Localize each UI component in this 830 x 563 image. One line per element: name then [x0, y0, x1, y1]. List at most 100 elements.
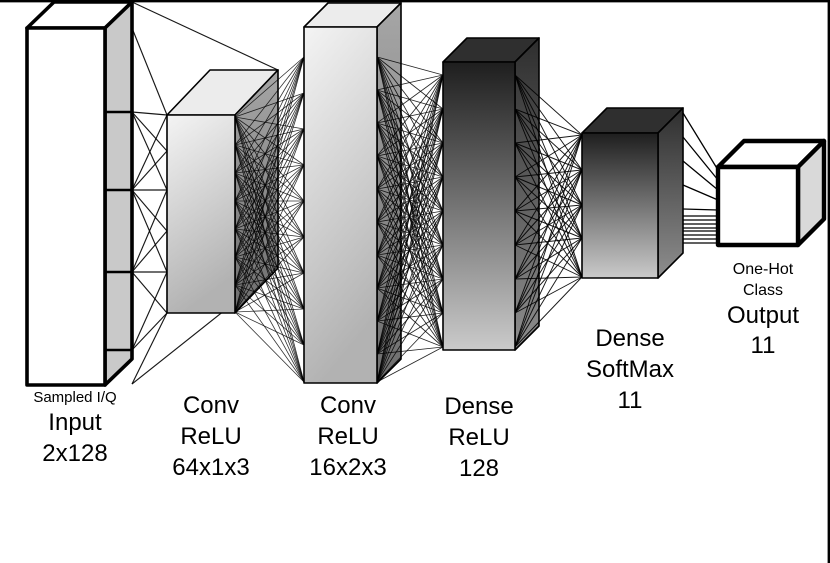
connection-line [514, 134, 583, 280]
connection-line [234, 128, 305, 202]
connection-line [234, 56, 305, 202]
label-dense-softmax-layer: Dense SoftMax 11 [586, 323, 674, 416]
connection-line [234, 92, 305, 202]
dense-softmax-layer-box-front-face [581, 132, 659, 279]
label-conv1-layer: Conv ReLU 64x1x3 [172, 390, 249, 483]
connections-softmax-output [682, 112, 719, 244]
connection-line [234, 92, 305, 258]
connection-line [376, 74, 444, 289]
connection-line [234, 128, 305, 230]
connection-line [514, 204, 583, 348]
connection-line [376, 346, 444, 383]
connection-line [234, 56, 305, 313]
connection-line [514, 134, 583, 348]
label-conv1-shape: 64x1x3 [172, 454, 250, 481]
label-dense-softmax-activation: SoftMax [585, 356, 675, 383]
connection-line [234, 308, 305, 313]
connection-line [376, 74, 444, 355]
dense-softmax-layer-box-side-face [657, 107, 684, 279]
connection-line [682, 160, 719, 191]
connection-line [131, 271, 168, 351]
label-input-subtitle: Sampled I/Q [33, 389, 117, 406]
conv1-layer-box-front-face [166, 114, 236, 314]
connection-line [514, 134, 583, 178]
connection-line [234, 116, 305, 238]
connection-line [376, 74, 444, 190]
label-dense-softmax-units: 11 [617, 387, 643, 414]
connection-line [234, 200, 305, 383]
connection-line [131, 114, 168, 191]
connection-line [514, 169, 583, 348]
connection-line [376, 278, 444, 383]
connection-line [234, 256, 305, 346]
connections-conv2-dense [376, 56, 444, 383]
connection-line [234, 144, 305, 274]
connection-line [234, 172, 305, 383]
label-conv2-type: Conv [319, 392, 377, 419]
label-output-title: Output [726, 302, 800, 329]
connection-line [514, 244, 583, 278]
connection-line [234, 272, 305, 286]
connection-line [234, 236, 305, 286]
connection-line [376, 74, 444, 157]
label-input-shape: 2x128 [42, 440, 108, 467]
label-input-title: Input [48, 409, 102, 436]
connection-line [376, 74, 444, 124]
connection-line [234, 56, 305, 146]
connection-line [376, 142, 444, 355]
connection-line [514, 176, 583, 278]
label-conv1-type: Conv [182, 392, 240, 419]
connection-line [234, 144, 305, 383]
connection-line [376, 74, 444, 256]
connection-line [234, 56, 305, 230]
connection-line [376, 74, 444, 322]
connection-line [514, 134, 583, 246]
connection-line [514, 134, 583, 144]
connection-line [234, 116, 305, 166]
connection-line [234, 311, 305, 346]
connection-line [376, 254, 444, 348]
connection-line [234, 92, 305, 118]
connection-line [514, 276, 583, 314]
label-conv2-shape: 16x2x3 [309, 454, 387, 481]
connection-line [682, 136, 719, 181]
dense-softmax-layer-box [581, 107, 684, 279]
connection-line [234, 164, 305, 258]
connection-line [234, 228, 305, 383]
conv2-layer-box-front-face [303, 26, 378, 384]
connection-line [234, 256, 305, 383]
label-output-layer: One-Hot Class Output 11 [727, 259, 799, 361]
connections-dense-softmax [514, 74, 583, 348]
connection-line [514, 108, 583, 136]
connection-line [376, 74, 444, 383]
connection-line [376, 74, 444, 223]
connection-line [234, 236, 305, 313]
connection-line [234, 200, 305, 313]
connection-line [234, 128, 305, 286]
label-dense-relu-units: 128 [458, 455, 500, 482]
connection-line [131, 189, 168, 273]
connection-line [131, 312, 168, 385]
connection-line [376, 142, 444, 383]
connection-line [234, 311, 305, 383]
connection-line [234, 128, 305, 313]
dense-relu-layer-box-front-face [442, 61, 516, 351]
connection-line [514, 276, 583, 348]
connection-line [234, 92, 305, 146]
connection-line [234, 56, 305, 118]
connection-line [234, 272, 305, 313]
label-dense-relu-layer: Dense ReLU 128 [444, 391, 513, 484]
connection-line [234, 116, 305, 130]
input-layer-box-front-face [25, 26, 107, 387]
connection-line [682, 112, 719, 171]
connection-line [131, 271, 168, 314]
connection-line [234, 284, 305, 383]
connection-line [234, 200, 305, 346]
connection-line [234, 144, 305, 346]
connection-line [131, 230, 168, 273]
connection-line [131, 111, 168, 116]
connection-line [234, 164, 305, 230]
label-conv2-activation: ReLU [317, 423, 379, 450]
